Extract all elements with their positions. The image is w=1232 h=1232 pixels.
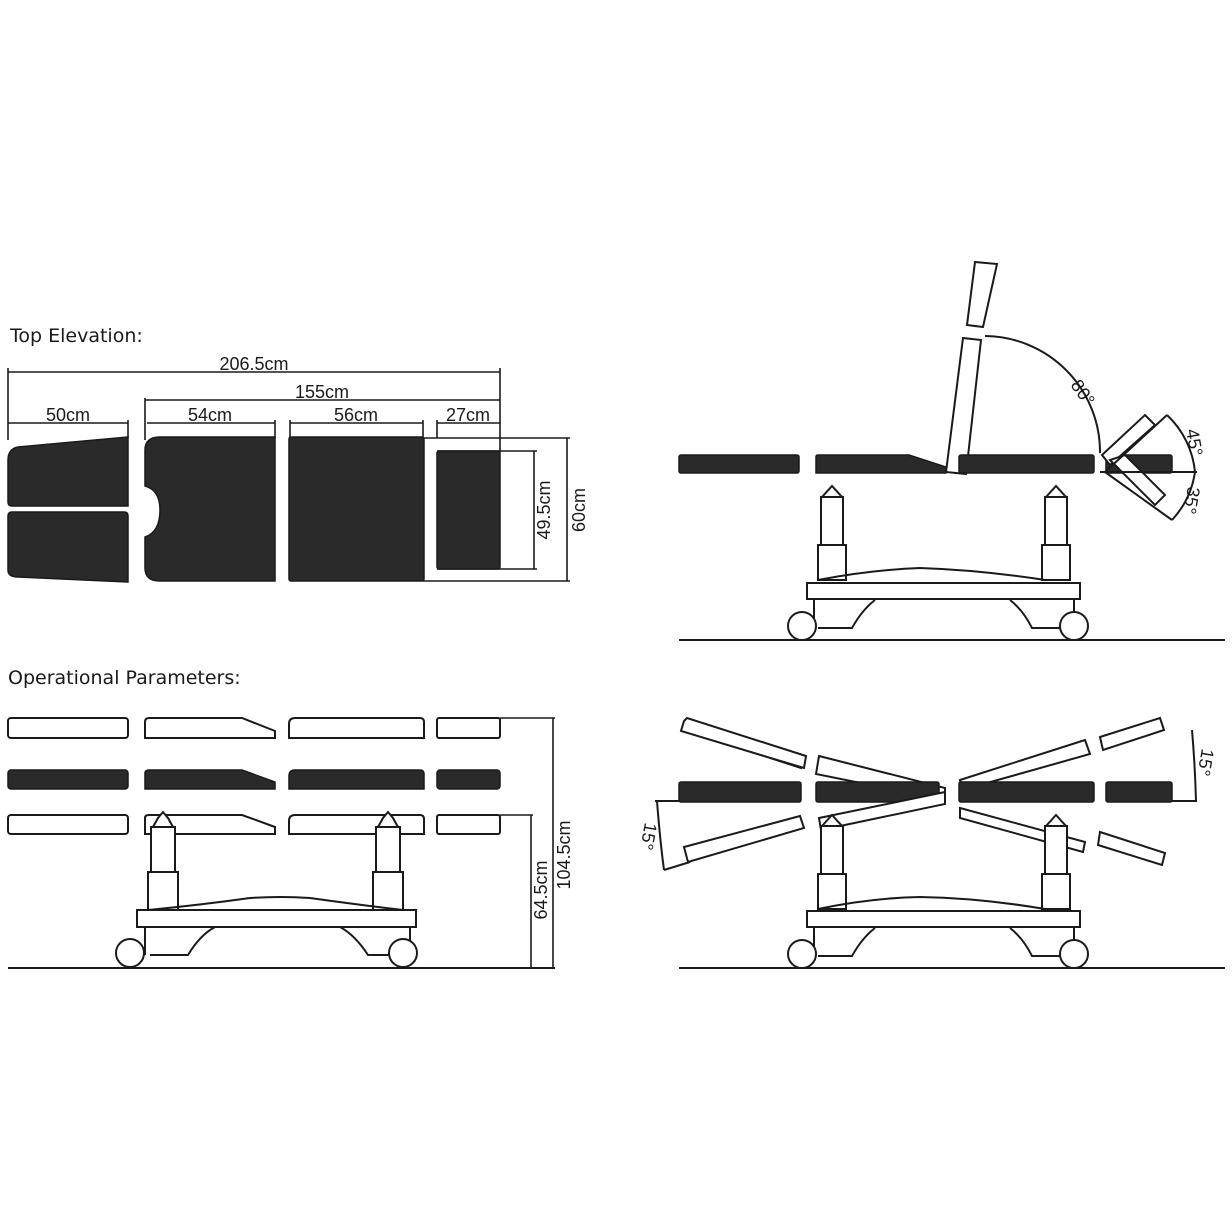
total-length-label: 206.5cm <box>219 354 288 374</box>
right-tilt-angle-label: 15° <box>1193 747 1217 777</box>
foot-width-label: 49.5cm <box>534 480 554 539</box>
backrest-angle-panel: 80° 45° 35° <box>678 260 1225 641</box>
leg-down-angle-label: 35° <box>1179 485 1203 515</box>
min-height-pads <box>7 814 501 835</box>
top-elevation-panel: Top Elevation: 206.5cm 155cm 50cm 54cm 5… <box>7 325 589 583</box>
body-length-label: 155cm <box>295 382 349 402</box>
operational-parameters-panel: Operational Parameters: <box>7 667 574 969</box>
head-pad-right <box>7 511 129 583</box>
max-height-label: 104.5cm <box>554 820 574 889</box>
top-elevation-title: Top Elevation: <box>9 325 143 347</box>
operational-parameters-title: Operational Parameters: <box>8 667 241 689</box>
backrest-angle-label: 80° <box>1067 376 1099 410</box>
backrest-raised <box>944 336 983 476</box>
max-height-pads <box>7 717 501 739</box>
headrest-raised <box>965 260 999 329</box>
foot-pad <box>436 450 501 570</box>
mid-height-pads <box>7 769 501 790</box>
foot-section-label: 27cm <box>446 405 490 425</box>
middle-pad <box>288 436 425 582</box>
head-section-label: 50cm <box>46 405 90 425</box>
total-width-label: 60cm <box>569 488 589 532</box>
middle-section-label: 56cm <box>334 405 378 425</box>
head-pad-left <box>7 436 129 507</box>
upper-pad-with-face-cutout <box>144 436 276 582</box>
tilt-angle-panel: 15° 15° <box>636 716 1225 969</box>
top-elevation-pads <box>7 436 501 583</box>
min-height-label: 64.5cm <box>531 860 551 919</box>
upper-section-label: 54cm <box>188 405 232 425</box>
table-base-left <box>8 810 555 969</box>
height-dimension-lines: 64.5cm 104.5cm <box>500 717 574 968</box>
leg-up-angle-label: 45° <box>1182 427 1206 457</box>
left-tilt-angle-label: 15° <box>636 821 660 851</box>
